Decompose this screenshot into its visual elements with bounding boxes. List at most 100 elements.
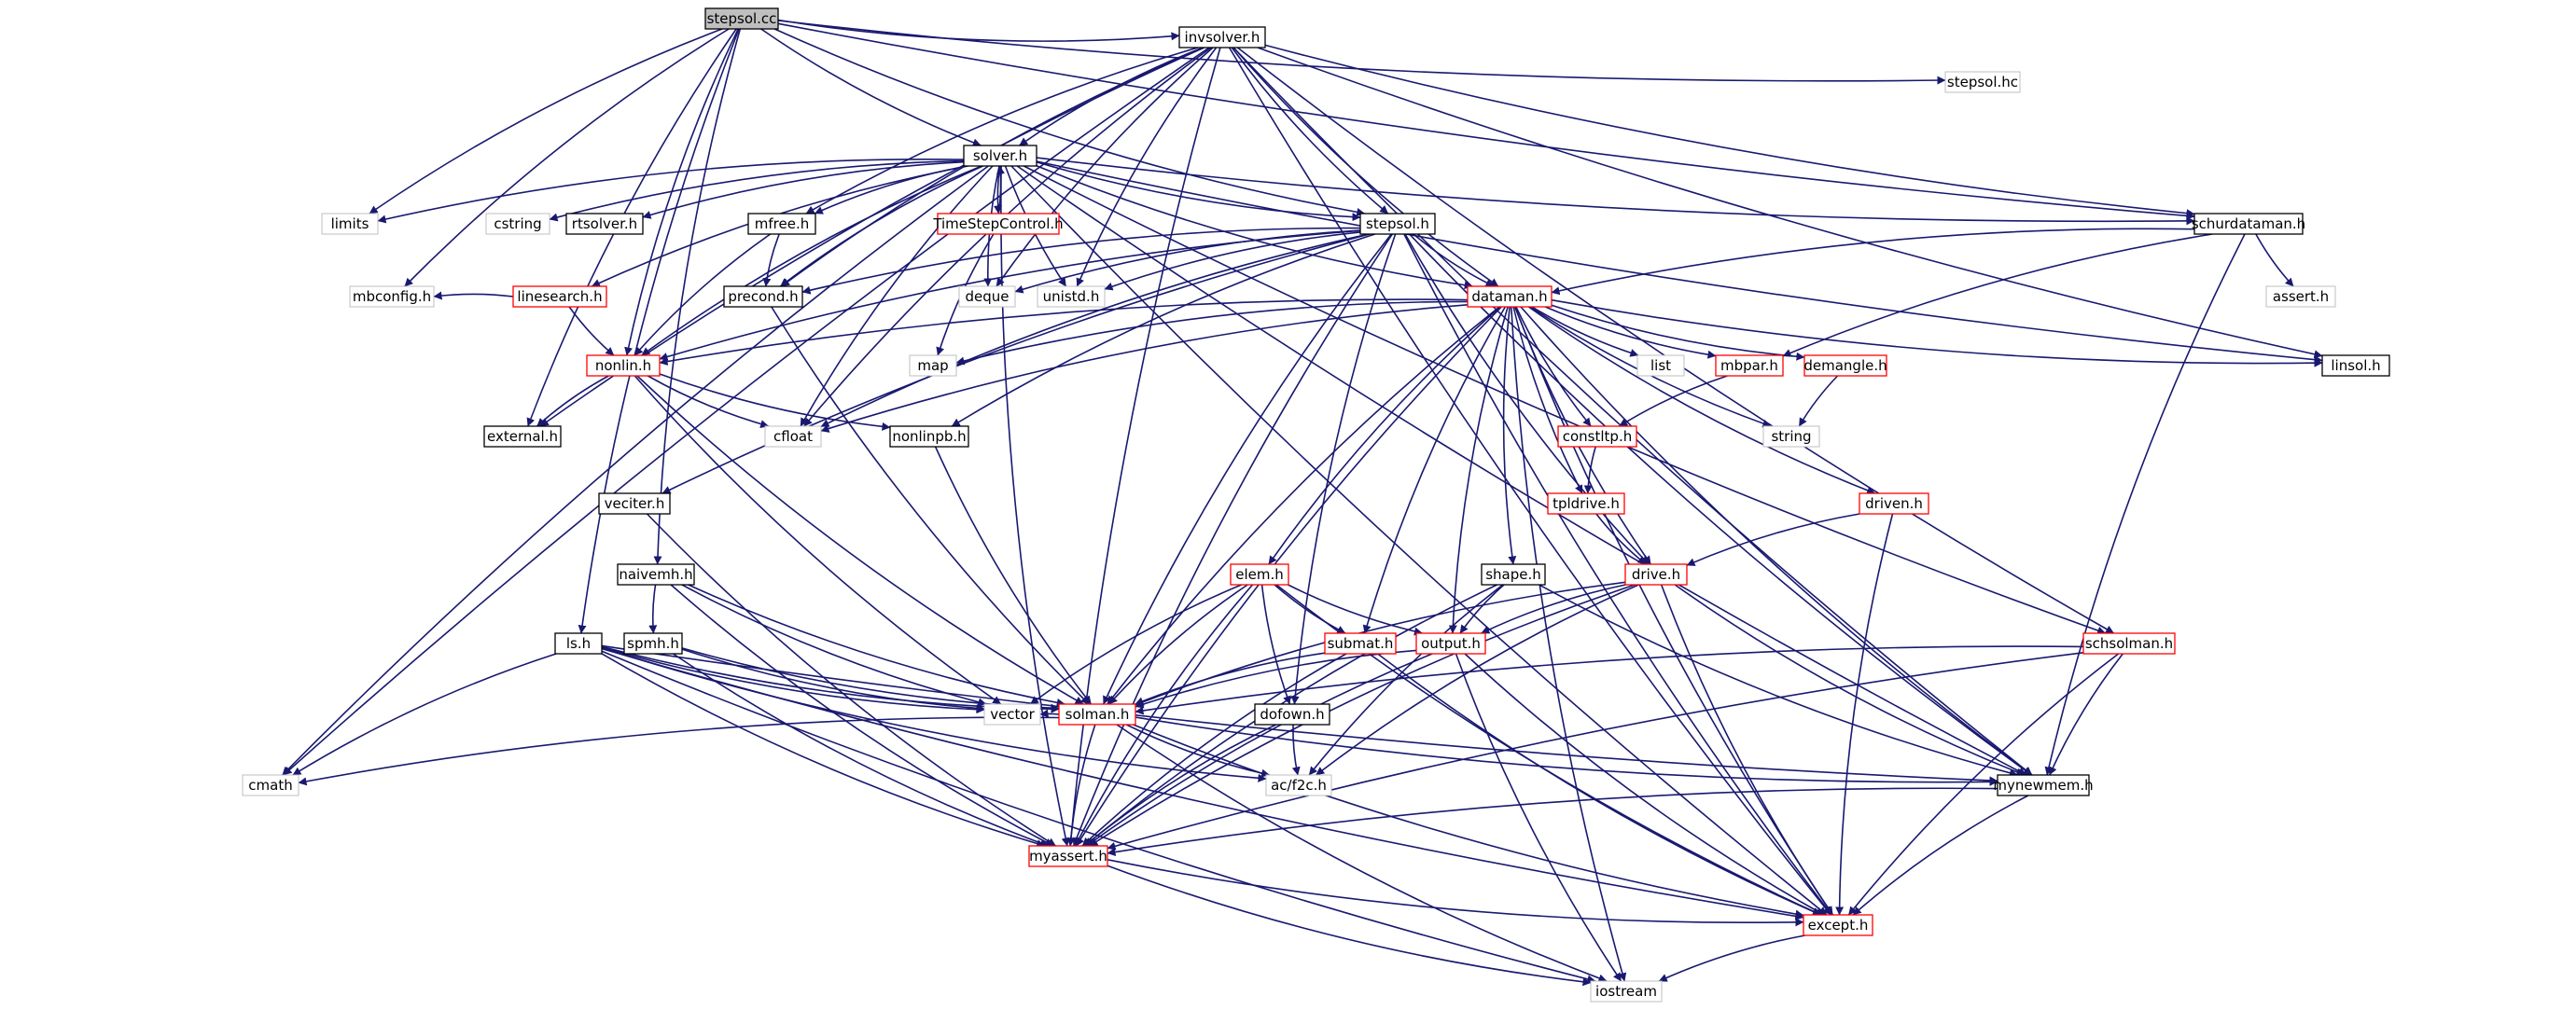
node-stepsol-hc[interactable]: stepsol.hc [1944, 71, 2021, 93]
node-label: invsolver.h [1185, 29, 1260, 46]
edge-dataman_h-to-iostream [1511, 306, 1627, 982]
node-mbconfig-h[interactable]: mbconfig.h [349, 285, 435, 308]
node-timestep-h[interactable]: TimeStepControl.h [932, 213, 1064, 235]
edge-invsolver_h-to-cmath [283, 47, 1210, 776]
node-unistd-h[interactable]: unistd.h [1037, 285, 1106, 308]
node-nonlin-h[interactable]: nonlin.h [586, 354, 661, 377]
node-box [1415, 632, 1486, 655]
node-map[interactable]: map [909, 354, 957, 377]
node-label: output.h [1421, 635, 1481, 652]
node-label: nonlin.h [595, 357, 651, 374]
edge-driven_h-to-drive_h [1686, 513, 1860, 566]
node-precond-h[interactable]: precond.h [723, 285, 803, 308]
edge-dataman_h-to-elem_h [1268, 306, 1501, 565]
node-box [1058, 703, 1136, 726]
node-cstring[interactable]: cstring [485, 213, 550, 235]
edge-ls_h-to-mynewmem_h [601, 644, 1998, 785]
node-string[interactable]: string [1762, 425, 1820, 448]
node-veciter-h[interactable]: veciter.h [598, 492, 671, 515]
node-label: submat.h [1328, 635, 1394, 652]
edge-ls_h-to-ac_f2c_h [601, 647, 1267, 782]
node-output-h[interactable]: output.h [1415, 632, 1486, 655]
edge-solver_h-to-cfloat [800, 165, 994, 427]
edge-solver_h-to-stepsol_h [1036, 160, 1361, 222]
node-cfloat[interactable]: cfloat [764, 425, 822, 448]
node-box [1230, 563, 1289, 586]
edge-solver_h-to-cstring [549, 159, 965, 222]
node-box [1590, 980, 1663, 1003]
node-spmh-h[interactable]: spmh.h [623, 632, 683, 655]
node-vector[interactable]: vector [983, 703, 1041, 726]
node-solman-h[interactable]: solman.h [1058, 703, 1136, 726]
node-myassert-h[interactable]: myassert.h [1028, 845, 1108, 867]
node-drive-h[interactable]: drive.h [1624, 563, 1688, 586]
node-nonlinpb-h[interactable]: nonlinpb.h [889, 425, 969, 448]
edge-nonlin_h-to-solman_h [636, 375, 1084, 705]
node-linesearch-h[interactable]: linesearch.h [512, 285, 607, 308]
node-assert-h[interactable]: assert.h [2265, 285, 2336, 308]
node-naivemh-h[interactable]: naivemh.h [617, 563, 695, 586]
node-box [958, 285, 1016, 308]
node-iostream[interactable]: iostream [1590, 980, 1663, 1003]
node-box [1547, 492, 1625, 515]
node-constltp-h[interactable]: constltp.h [1557, 425, 1637, 448]
node-rtsolver-h[interactable]: rtsolver.h [565, 213, 644, 235]
edge-nonlin_h-to-cfloat [647, 375, 770, 429]
edge-invsolver_h-to-solver_h [1019, 47, 1204, 146]
edge-schurdataman_h-to-assert_h [2255, 233, 2294, 287]
node-box [2321, 354, 2390, 377]
node-cmath[interactable]: cmath [242, 774, 299, 796]
node-box [1324, 632, 1397, 655]
edge-dataman_h-to-solman_h [1107, 306, 1500, 705]
node-stepsol-h[interactable]: stepsol.h [1359, 213, 1436, 235]
node-mynewmem-h[interactable]: mynewmem.h [1993, 774, 2094, 796]
node-box [242, 774, 299, 796]
node-stepsol-cc[interactable]: stepsol.cc [704, 7, 779, 30]
node-demangle-h[interactable]: demangle.h [1803, 354, 1887, 377]
edge-submat_h-to-solman_h [1135, 652, 1326, 705]
node-label: except.h [1808, 917, 1869, 934]
node-submat-h[interactable]: submat.h [1324, 632, 1397, 655]
node-shape-h[interactable]: shape.h [1481, 563, 1546, 586]
edge-dataman_h-to-mbpar_h [1544, 306, 1717, 359]
node-deque[interactable]: deque [958, 285, 1016, 308]
node-label: TimeStepControl.h [932, 215, 1063, 232]
node-except-h[interactable]: except.h [1803, 914, 1873, 936]
node-label: cstring [494, 215, 541, 232]
node-external-h[interactable]: external.h [483, 425, 562, 448]
edge-naivemh_h-to-spmh_h [648, 584, 658, 634]
node-ls-h[interactable]: ls.h [554, 632, 603, 655]
node-linsol-h[interactable]: linsol.h [2321, 354, 2390, 377]
edge-solver_h-to-linsol_h [1036, 160, 2323, 365]
edge-stepsol_h-to-cfloat [820, 233, 1369, 428]
edge-stepsol_h-to-dataman_h [1413, 233, 1495, 287]
edge-driven_h-to-except_h [1835, 513, 1894, 916]
edge-nonlin_h-to-external_h [536, 375, 609, 427]
node-dataman-h[interactable]: dataman.h [1467, 285, 1553, 308]
node-list[interactable]: list [1636, 354, 1685, 377]
edge-linesearch_h-to-mbconfig_h [433, 291, 514, 300]
node-schsolman-h[interactable]: schsolman.h [2082, 632, 2176, 655]
node-box [1624, 563, 1688, 586]
node-label: mbpar.h [1720, 357, 1778, 374]
node-elem-h[interactable]: elem.h [1230, 563, 1289, 586]
node-dofown-h[interactable]: dofown.h [1254, 703, 1330, 726]
node-driven-h[interactable]: driven.h [1859, 492, 1929, 515]
node-label: naivemh.h [619, 566, 692, 583]
node-ac-f2c-h[interactable]: ac/f2c.h [1265, 774, 1332, 796]
node-box [723, 285, 803, 308]
node-box [1636, 354, 1685, 377]
edge-output_h-to-except_h [1464, 653, 1825, 916]
node-tpldrive-h[interactable]: tpldrive.h [1547, 492, 1625, 515]
node-box [1762, 425, 1820, 448]
node-solver-h[interactable]: solver.h [963, 145, 1037, 167]
edge-veciter_h-to-myassert_h [646, 513, 1056, 847]
node-limits[interactable]: limits [321, 213, 379, 235]
edge-spmh_h-to-myassert_h [673, 653, 1049, 848]
edge-drive_h-to-except_h [1660, 584, 1833, 916]
node-mfree-h[interactable]: mfree.h [747, 213, 816, 235]
edge-stepsol_h-to-precond_h [801, 227, 1361, 295]
node-invsolver-h[interactable]: invsolver.h [1178, 26, 1266, 48]
node-schurdataman-h[interactable]: schurdataman.h [2192, 213, 2305, 235]
node-mbpar-h[interactable]: mbpar.h [1715, 354, 1784, 377]
